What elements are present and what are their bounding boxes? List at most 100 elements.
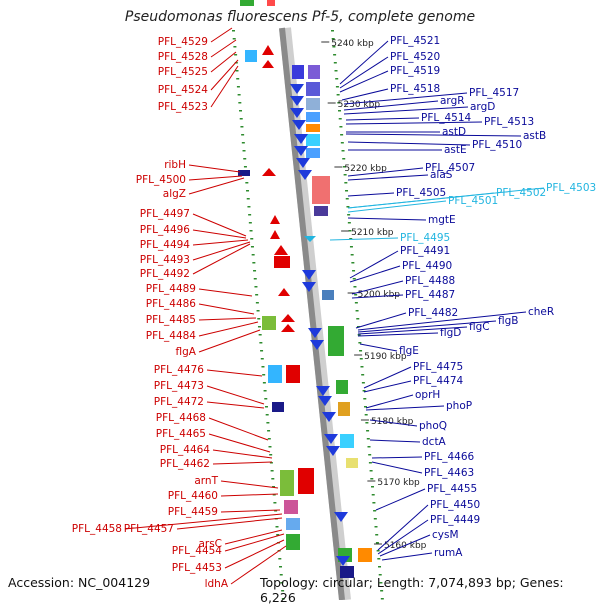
gene-arrow-up: [274, 245, 288, 255]
gene-label-left: PFL_4500: [136, 174, 186, 186]
track-dot: [280, 582, 284, 584]
label-connector: [230, 545, 287, 585]
kbp-label: 5220 kbp: [344, 164, 387, 174]
label-connector: [220, 509, 281, 513]
gene-label-right: PFL_4520: [390, 51, 440, 63]
gene-label-left: PFL_4462: [160, 458, 210, 470]
label-connector: [192, 243, 251, 275]
label-connector: [343, 92, 468, 105]
track-dot: [345, 190, 349, 192]
track-dot: [359, 350, 363, 352]
track-dot: [251, 254, 255, 256]
track-dot: [370, 478, 374, 480]
label-connector: [377, 504, 429, 551]
track-dot: [338, 110, 342, 112]
track-dot: [377, 558, 381, 560]
gene-feature: [312, 176, 330, 204]
gene-label-right: dctA: [422, 436, 447, 448]
track-dot: [335, 86, 339, 88]
gene-feature: [286, 534, 300, 550]
gene-label-right: phoQ: [419, 420, 447, 432]
track-dot: [250, 246, 254, 248]
gene-arrow-down: [290, 108, 304, 118]
map-title: Pseudomonas fluorescens Pf-5, complete g…: [124, 9, 476, 25]
gene-label-left: PFL_4473: [154, 380, 204, 392]
label-connector: [357, 320, 497, 333]
gene-feature: [238, 170, 250, 176]
label-connector: [365, 405, 445, 411]
gene-label-right: PFL_4490: [402, 260, 452, 272]
gene-label-left: PFL_4459: [168, 506, 218, 518]
gene-label-right: PFL_4482: [408, 307, 458, 319]
track-dot: [372, 502, 376, 504]
track-dot: [270, 470, 274, 472]
gene-feature: [298, 468, 314, 494]
gene-arrow-down: [290, 84, 304, 94]
label-connector: [343, 106, 469, 115]
track-dot: [257, 326, 261, 328]
gene-label-right: PFL_4505: [396, 187, 446, 199]
label-connector: [355, 312, 407, 329]
gene-label-right: PFL_4507: [425, 162, 475, 174]
gene-feature: [240, 0, 254, 6]
track-dot: [366, 430, 370, 432]
label-connector: [339, 56, 389, 89]
label-connector: [212, 461, 273, 465]
label-connector: [192, 239, 249, 246]
label-connector: [339, 70, 389, 93]
label-connector: [347, 167, 424, 177]
gene-arrow-up: [281, 324, 295, 332]
track-dot: [349, 246, 353, 248]
label-connector: [198, 288, 253, 297]
gene-feature: [262, 316, 276, 330]
summary-text: Topology: circular; Length: 7,074,893 bp…: [260, 575, 564, 605]
gene-label-right: flgE: [399, 345, 419, 357]
label-connector: [347, 141, 471, 146]
gene-feature: [346, 458, 358, 468]
label-connector: [345, 121, 483, 125]
track-dot: [371, 486, 374, 488]
track-dot: [359, 358, 363, 360]
track-dot: [339, 126, 343, 128]
label-connector: [224, 533, 285, 552]
track-dot: [266, 422, 270, 424]
gene-arrow-up: [262, 60, 274, 68]
track-dot: [340, 142, 344, 144]
track-dot: [362, 390, 366, 392]
track-dot: [332, 46, 336, 48]
label-connector: [347, 174, 429, 181]
gene-label-left: PFL_4524: [158, 84, 209, 96]
label-connector: [192, 229, 247, 239]
label-connector: [224, 529, 283, 545]
gene-feature: [267, 0, 275, 6]
gene-label-left: PFL_4458: [72, 523, 122, 535]
gene-feature: [292, 65, 304, 79]
label-connector: [375, 488, 426, 511]
gene-label-right: argD: [470, 101, 495, 113]
track-dot: [235, 70, 239, 72]
gene-label-left: PFL_4497: [140, 208, 190, 220]
track-dot: [265, 414, 269, 416]
track-dot: [234, 54, 238, 56]
label-connector: [341, 88, 389, 101]
gene-arrow-up: [262, 168, 276, 176]
gene-label-left: PFL_4460: [168, 490, 218, 502]
gene-label-left: PFL_4523: [158, 101, 208, 113]
gene-feature: [322, 290, 334, 300]
label-connector: [329, 237, 399, 241]
label-connector: [210, 27, 233, 43]
label-connector: [351, 294, 404, 299]
track-dot: [342, 166, 346, 168]
label-connector: [210, 59, 239, 91]
gene-label-right: PFL_4463: [424, 467, 474, 479]
label-connector: [347, 217, 427, 221]
label-connector: [347, 200, 447, 213]
label-connector: [192, 241, 251, 261]
genome-backbone: [279, 27, 345, 601]
kbp-label: 5160 kbp: [384, 541, 427, 551]
label-connector: [224, 539, 285, 569]
gene-feature: [306, 148, 320, 158]
kbp-label: 5180 kbp: [371, 417, 414, 427]
track-dot: [340, 134, 344, 136]
